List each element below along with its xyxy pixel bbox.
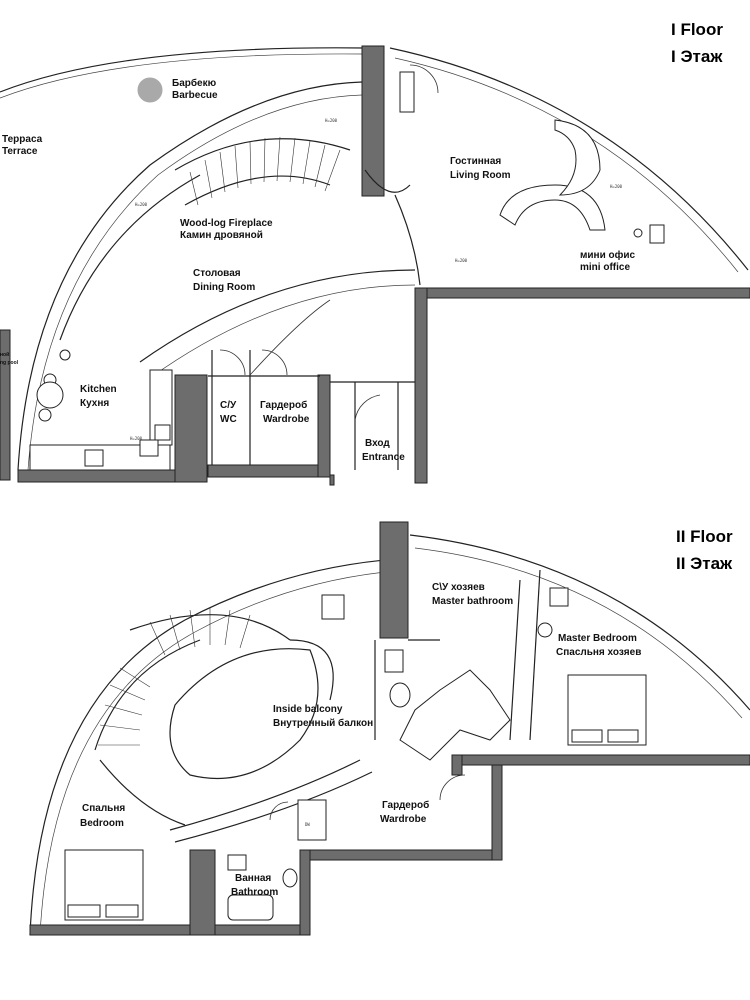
room-label-en: Wood-log Fireplace: [180, 218, 273, 229]
room-label-ru: Ванная: [235, 873, 271, 884]
room-label-en: Master Bedroom: [558, 633, 637, 644]
dim-note: H=200: [455, 258, 468, 263]
room-label-en: Wardrobe: [380, 814, 427, 825]
room-label-en: mini office: [580, 262, 630, 273]
room-label-en: Terrace: [2, 146, 38, 157]
room-label-ru: Внутренный балкон: [273, 717, 373, 729]
room-label-ru: Спальня: [82, 803, 125, 814]
room-label-ru: Гардероб: [260, 399, 307, 411]
room-label-en: Kitchen: [80, 384, 117, 395]
floor-1-title-en: I Floor: [671, 20, 723, 39]
dim-note: H=200: [130, 436, 143, 441]
room-label-ru: Кухня: [80, 398, 109, 409]
room-label-ru: С/У: [220, 400, 237, 411]
room-label-en: Bathroom: [231, 887, 278, 898]
room-label-en: Bedroom: [80, 818, 124, 829]
room-label-en: Inside balcony: [273, 704, 343, 715]
dim-note: H=200: [325, 118, 338, 123]
room-label-ru: Камин дровяной: [180, 230, 263, 241]
pool-label-cut: ng pool: [0, 360, 19, 366]
dim-note: H=200: [610, 184, 623, 189]
room-label-en: Entrance: [362, 452, 405, 463]
room-label-ru: Терраса: [2, 134, 43, 145]
room-label-ru: Барбекю: [172, 77, 217, 89]
room-label-ru: С\У хозяев: [432, 582, 485, 593]
room-label-ru: Гардероб: [382, 799, 429, 811]
room-label-en: Dining Room: [193, 282, 255, 293]
floor-2-title-ru: II Этаж: [676, 554, 733, 573]
pool-label-cut: ной: [0, 351, 9, 358]
floor-2-plan: DW: [29, 521, 750, 936]
room-label-ru: Гостинная: [450, 156, 501, 167]
room-label-ru: мини офис: [580, 249, 636, 261]
room-label-en: WC: [220, 414, 237, 425]
room-label-en: Wardrobe: [263, 414, 310, 425]
stairs-floor-2: [94, 608, 291, 751]
room-label-ru: Столовая: [193, 268, 241, 279]
room-label-en: Barbecue: [172, 90, 218, 101]
floor-1-title-ru: I Этаж: [671, 47, 723, 66]
dim-note: H=200: [135, 202, 148, 207]
dw-label: DW: [305, 822, 310, 827]
room-label-ru: Вход: [365, 438, 390, 449]
floor-1-plan: H=200 H=200 H=200 H=200 H=200: [0, 45, 750, 486]
room-label-ru: Спасльня хозяев: [556, 647, 641, 658]
barbecue-icon: [137, 77, 163, 103]
floor-2-title-en: II Floor: [676, 527, 733, 546]
stairs-floor-1: [174, 136, 351, 206]
room-label-en: Living Room: [450, 170, 511, 181]
room-label-en: Master bathroom: [432, 596, 513, 607]
